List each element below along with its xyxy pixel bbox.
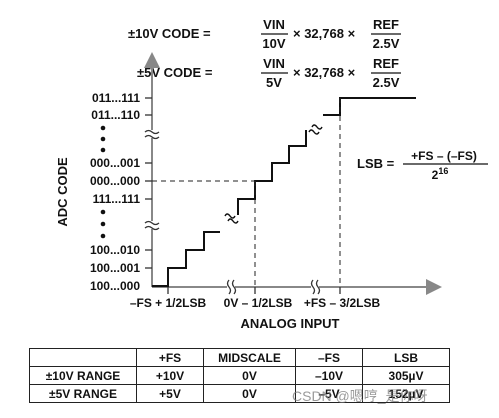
formula-10v: ±10V CODE = VIN 10V × 32,768 × REF 2.5V <box>128 17 401 51</box>
table-cell: ±5V RANGE <box>29 384 137 403</box>
table-cell: 0V <box>203 384 296 403</box>
y-tick-marks <box>145 97 152 269</box>
y-tick-label: 100...010 <box>90 243 140 257</box>
table-row: ±5V RANGE +5V 0V –5V 152µV <box>29 384 450 403</box>
table-header-cell: +FS <box>136 348 204 367</box>
formula-10v-ref: REF <box>373 17 399 32</box>
y-axis-label: ADC CODE <box>55 157 70 227</box>
y-tick-label: 011...111 <box>92 91 140 105</box>
x-tick-marks <box>167 287 341 294</box>
table-header-cell: LSB <box>362 348 450 367</box>
watermark: CSDN @嗯哼_是你呀 <box>292 388 428 404</box>
formula-10v-ref-denominator: 2.5V <box>373 36 400 51</box>
range-spec-table: +FS MIDSCALE –FS LSB ±10V RANGE +10V 0V … <box>29 348 450 403</box>
formula-5v-denominator: 5V <box>266 75 282 90</box>
y-axis-break-lower <box>144 220 160 231</box>
formula-10v-lhs: ±10V CODE = <box>128 26 211 41</box>
formula-5v-ref-denominator: 2.5V <box>373 75 400 90</box>
ellipsis-dots-lower <box>100 209 106 239</box>
y-tick-labels: 011...111 011...110 000...001 000...000 … <box>90 91 140 293</box>
transfer-staircase-mid <box>237 130 307 215</box>
y-tick-label: 100...000 <box>90 279 140 293</box>
formula-lsb-denominator: 216 <box>432 166 449 182</box>
x-axis-break-left <box>226 279 237 295</box>
formula-5v: ±5V CODE = VIN 5V × 32,768 × REF 2.5V <box>137 56 401 90</box>
table-cell: +5V <box>136 384 204 403</box>
y-tick-label: 111...111 <box>93 192 141 206</box>
transfer-staircase-top <box>323 97 416 116</box>
formula-5v-multiplier: × 32,768 × <box>293 65 356 80</box>
x-tick-label: 0V – 1/2LSB <box>224 296 293 310</box>
formula-5v-lhs: ±5V CODE = <box>137 65 213 80</box>
formula-10v-multiplier: × 32,768 × <box>293 26 356 41</box>
ellipsis-dots-upper <box>100 125 106 153</box>
table-cell: –10V <box>295 366 363 385</box>
x-axis-label: ANALOG INPUT <box>241 316 340 331</box>
table-cell: 0V <box>203 366 296 385</box>
table-cell: ±10V RANGE <box>29 366 137 385</box>
y-tick-label: 000...000 <box>90 174 140 188</box>
transfer-staircase <box>152 231 220 287</box>
x-axis-break-right <box>310 279 321 295</box>
table-header-row: +FS MIDSCALE –FS LSB <box>29 348 450 367</box>
formula-5v-ref: REF <box>373 56 399 71</box>
table-header-cell: –FS <box>295 348 363 367</box>
y-tick-label: 011...110 <box>91 108 140 122</box>
formula-lsb-lhs: LSB = <box>357 156 395 171</box>
table-cell: 305µV <box>362 366 450 385</box>
formula-lsb-numerator: +FS – (–FS) <box>411 149 477 163</box>
staircase-break-lower <box>224 213 239 224</box>
table-cell: –5V <box>295 384 363 403</box>
formula-10v-denominator: 10V <box>262 36 285 51</box>
x-tick-label: –FS + 1/2LSB <box>130 296 207 310</box>
formula-5v-numerator: VIN <box>263 56 285 71</box>
table-cell: 152µV <box>362 384 450 403</box>
x-tick-label: +FS – 3/2LSB <box>304 296 381 310</box>
formula-10v-numerator: VIN <box>263 17 285 32</box>
y-axis-break-upper <box>144 129 160 140</box>
table-cell: +10V <box>136 366 204 385</box>
table-row: ±10V RANGE +10V 0V –10V 305µV <box>29 366 450 385</box>
y-tick-label: 100...001 <box>90 261 140 275</box>
formula-lsb: LSB = +FS – (–FS) 216 <box>357 149 488 182</box>
staircase-break-upper <box>308 124 323 135</box>
x-tick-labels: –FS + 1/2LSB 0V – 1/2LSB +FS – 3/2LSB <box>130 296 381 310</box>
table-header-cell <box>29 348 137 367</box>
table-header-cell: MIDSCALE <box>203 348 296 367</box>
y-tick-label: 000...001 <box>90 156 140 170</box>
